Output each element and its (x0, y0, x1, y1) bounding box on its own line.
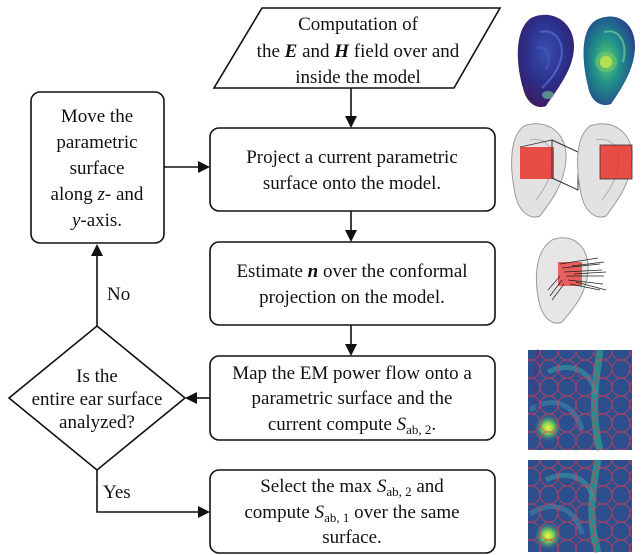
computation-line-1: Computation of (298, 14, 418, 35)
map-power-line-3: current compute Sab, 2. (268, 414, 436, 437)
yes-label: Yes (103, 482, 131, 503)
computation-line-2: the E and H field over and (257, 41, 460, 62)
connector-map-to-decision (185, 392, 210, 404)
no-label: No (107, 284, 130, 305)
project-line-1: Project a current parametric (246, 147, 458, 168)
computation-node: Computation of the E and H field over an… (212, 7, 502, 89)
move-surface-line-1: Move the (61, 106, 133, 127)
connector-move-to-project (164, 161, 210, 173)
decision-node: Is the entire ear surface analyzed? (7, 324, 187, 472)
map-power-line-1: Map the EM power flow onto a (232, 363, 472, 384)
move-surface-line-5: y-axis. (70, 210, 122, 231)
connector-computation-to-project (345, 88, 357, 128)
project-node: Project a current parametric surface ont… (209, 127, 496, 212)
select-max-node: Select the max Sab, 2 and compute Sab, 1… (209, 469, 496, 554)
select-max-line-1: Select the max Sab, 2 and (260, 476, 444, 499)
power-flow-heatmap-2 (528, 459, 632, 554)
connector-estimate-to-map (345, 325, 357, 356)
connector-decision-yes-to-select (96, 470, 210, 518)
move-surface-line-3: surface (70, 158, 125, 179)
project-line-2: surface onto the model. (263, 173, 441, 194)
ear-normals-image (535, 237, 607, 324)
computation-line-3: inside the model (295, 67, 421, 88)
ear-projection-image-2 (577, 123, 633, 218)
estimate-line-2: projection on the model. (259, 287, 445, 308)
decision-line-3: analyzed? (59, 412, 135, 433)
select-max-line-3: surface. (322, 527, 382, 548)
ear-projection-image-1 (511, 123, 579, 218)
estimate-line-1: Estimate n over the conformal (236, 261, 467, 282)
power-flow-heatmap-1 (528, 349, 632, 451)
connector-decision-no-to-move (91, 244, 103, 326)
map-power-node: Map the EM power flow onto a parametric … (209, 355, 496, 441)
move-surface-line-2: parametric (56, 132, 137, 153)
ear-e-field-image (517, 14, 575, 108)
move-surface-line-4: along z- and (51, 184, 144, 205)
decision-line-1: Is the (76, 366, 118, 387)
ear-h-field-image (583, 16, 636, 106)
connector-project-to-estimate (345, 211, 357, 242)
move-surface-node: Move the parametric surface along z- and… (30, 91, 165, 244)
select-max-line-2: compute Sab, 1 over the same (244, 502, 459, 525)
map-power-line-2: parametric surface and the (252, 388, 453, 409)
estimate-node: Estimate n over the conformal projection… (209, 241, 496, 326)
decision-line-2: entire ear surface (32, 389, 163, 410)
